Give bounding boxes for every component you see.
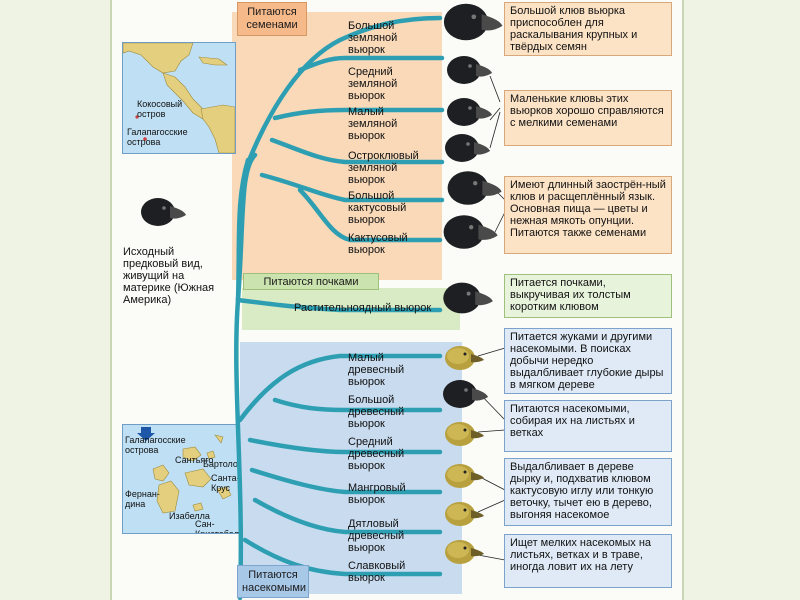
label-bartolome: Бартоломе	[203, 459, 239, 469]
species-label: Большой кактусовый вьюрок	[348, 190, 407, 226]
note-large-beak: Большой клюв вьюрка приспособлен для рас…	[504, 2, 672, 56]
map-islands	[137, 427, 232, 514]
species-label: Остроклювый земляной вьюрок	[348, 150, 419, 186]
finch-large-tree-icon	[443, 380, 488, 408]
species-label: Большой земляной вьюрок	[348, 20, 398, 56]
map-central-america: Кокосовый остров Галапагосские острова	[122, 42, 236, 154]
species-label: Славковый вьюрок	[348, 560, 406, 584]
tag-seed-eaters: Питаются семенами	[237, 2, 307, 36]
label-santiago: Сантьяго	[175, 455, 214, 465]
species-label: Средний земляной вьюрок	[348, 66, 398, 102]
ancestor-bird-icon	[141, 198, 186, 226]
label-santa-cruz: Санта-Крус	[211, 473, 240, 493]
ancestor-label: Исходный предковый вид, живущий на матер…	[123, 246, 215, 306]
species-label: Малый древесный вьюрок	[348, 352, 405, 388]
finch-heads	[443, 3, 503, 564]
finch-mangrove-icon	[445, 464, 484, 488]
finch-warbler-icon	[445, 540, 484, 564]
label-cocos-island: Кокосовый остров	[137, 99, 183, 119]
label-isabela: Изабелла	[169, 511, 210, 521]
finch-cactus-icon	[443, 215, 498, 249]
species-label: Малый земляной вьюрок	[348, 106, 398, 142]
species-label: Мангровый вьюрок	[348, 482, 406, 506]
finch-small-ground-icon	[447, 98, 492, 126]
map-landmass	[123, 43, 235, 153]
tag-bud-eaters: Питаются почками	[243, 273, 379, 290]
label-galapagos-bottom: Галапагосские острова	[125, 435, 186, 455]
arrow-down-icon	[137, 427, 155, 441]
species-label: Средний древесный вьюрок	[348, 436, 405, 472]
branch-lines	[234, 15, 445, 600]
note-warbler: Ищет мелких насекомых на листьях, ветках…	[504, 534, 672, 588]
label-san-cristobal: Сан-Кристобаль	[195, 519, 240, 534]
tag-insect-eaters: Питаются насекомыми	[237, 565, 309, 598]
note-woodpecker: Выдалбливает в дереве дырку и, подхватив…	[504, 458, 672, 526]
finch-large-ground-icon	[443, 3, 503, 41]
finch-small-tree-icon	[445, 346, 484, 370]
label-fernandina: Фернан-дина	[125, 489, 160, 509]
finch-large-cactus-icon	[447, 171, 502, 205]
note-small-beaks: Маленькие клювы этих вьюрков хорошо спра…	[504, 90, 672, 146]
finch-medium-tree-icon	[445, 422, 484, 446]
label-galapagos-top: Галапагосские острова	[127, 127, 188, 147]
note-tree-insects: Питаются насекомыми, собирая их на листь…	[504, 400, 672, 452]
note-vegetarian: Питается почками, выкручивая их толстым …	[504, 274, 672, 318]
insect-eaters-zone	[240, 342, 462, 594]
finch-sharp-beaked-icon	[445, 134, 490, 162]
note-small-tree: Питается жуками и другими насекомыми. В …	[504, 328, 672, 394]
map-galapagos: Галапагосские острова Сантьяго Бартоломе…	[122, 424, 240, 534]
species-label: Растительноядный вьюрок	[294, 302, 432, 314]
finch-woodpecker-icon	[445, 502, 484, 526]
finch-medium-ground-icon	[447, 56, 492, 84]
species-label: Кактусовый вьюрок	[348, 232, 408, 256]
species-label: Дятловый древесный вьюрок	[348, 518, 405, 554]
note-cactus-finches: Имеют длинный заострён-ный клюв и расщеп…	[504, 176, 672, 254]
species-label: Большой древесный вьюрок	[348, 394, 405, 430]
